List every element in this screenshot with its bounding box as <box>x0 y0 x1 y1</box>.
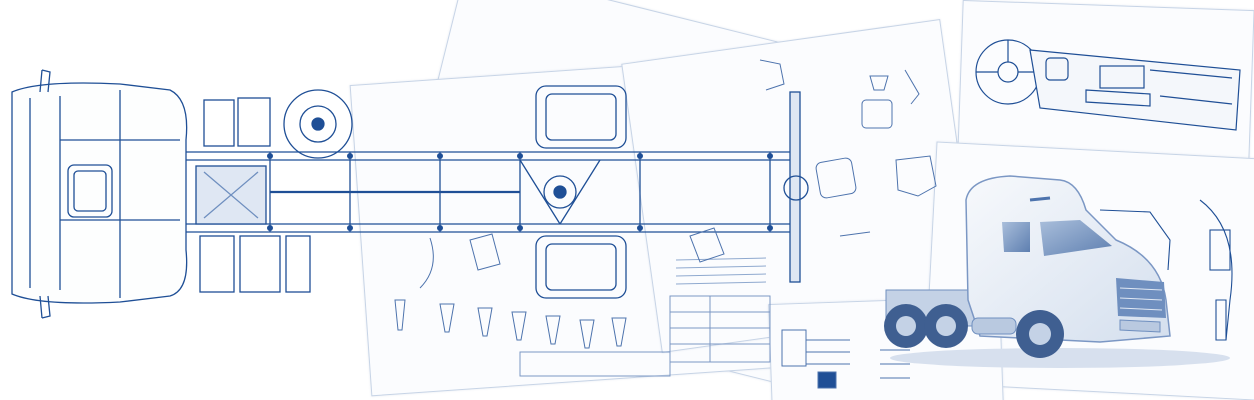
truck-rendering <box>884 175 1230 368</box>
truck-wheels <box>884 304 1064 358</box>
schematic-fragment <box>781 329 910 389</box>
linkage-sketch <box>1099 199 1233 341</box>
dashboard-drawing <box>975 39 1241 131</box>
bracket-detail-sketches <box>394 227 771 377</box>
part-detail-sketches <box>759 59 937 237</box>
chassis-top-view <box>11 69 809 319</box>
